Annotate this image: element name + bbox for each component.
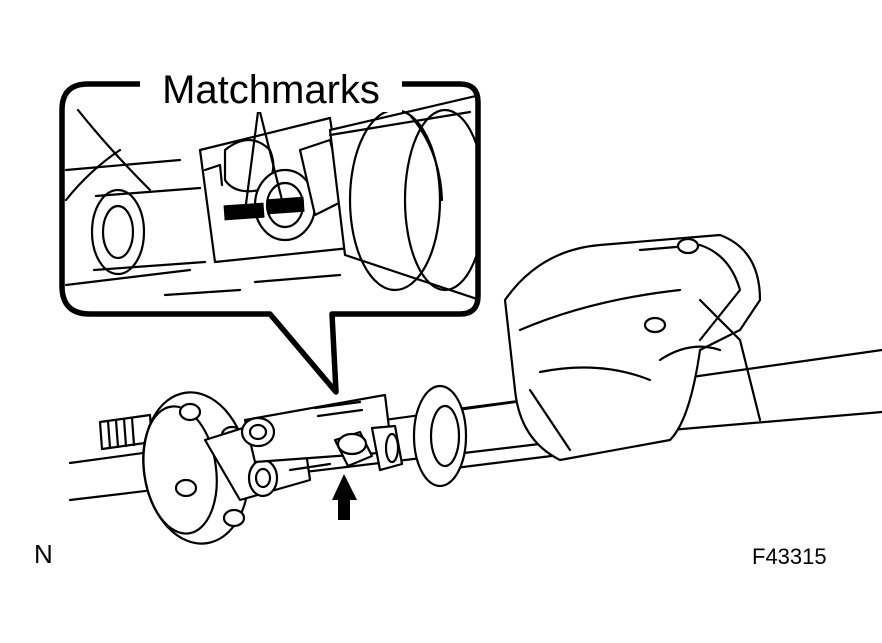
arrow-up-icon [332, 474, 357, 520]
column-bracket [503, 233, 762, 462]
view-letter: N [34, 539, 53, 569]
spline-stub [98, 413, 154, 451]
leader-line-right [258, 110, 284, 202]
main-assembly [68, 233, 882, 545]
matchmark-left [223, 202, 265, 221]
leader-line-left [244, 110, 260, 206]
detail-callout [59, 81, 481, 395]
callout-label: Matchmarks [140, 68, 402, 112]
matchmark-right [267, 196, 305, 215]
clamp-bolt [333, 424, 404, 472]
callout-frame [59, 81, 481, 395]
magnified-joint-view [64, 93, 478, 302]
figure-code: F43315 [752, 544, 827, 569]
dust-seal [412, 384, 468, 488]
